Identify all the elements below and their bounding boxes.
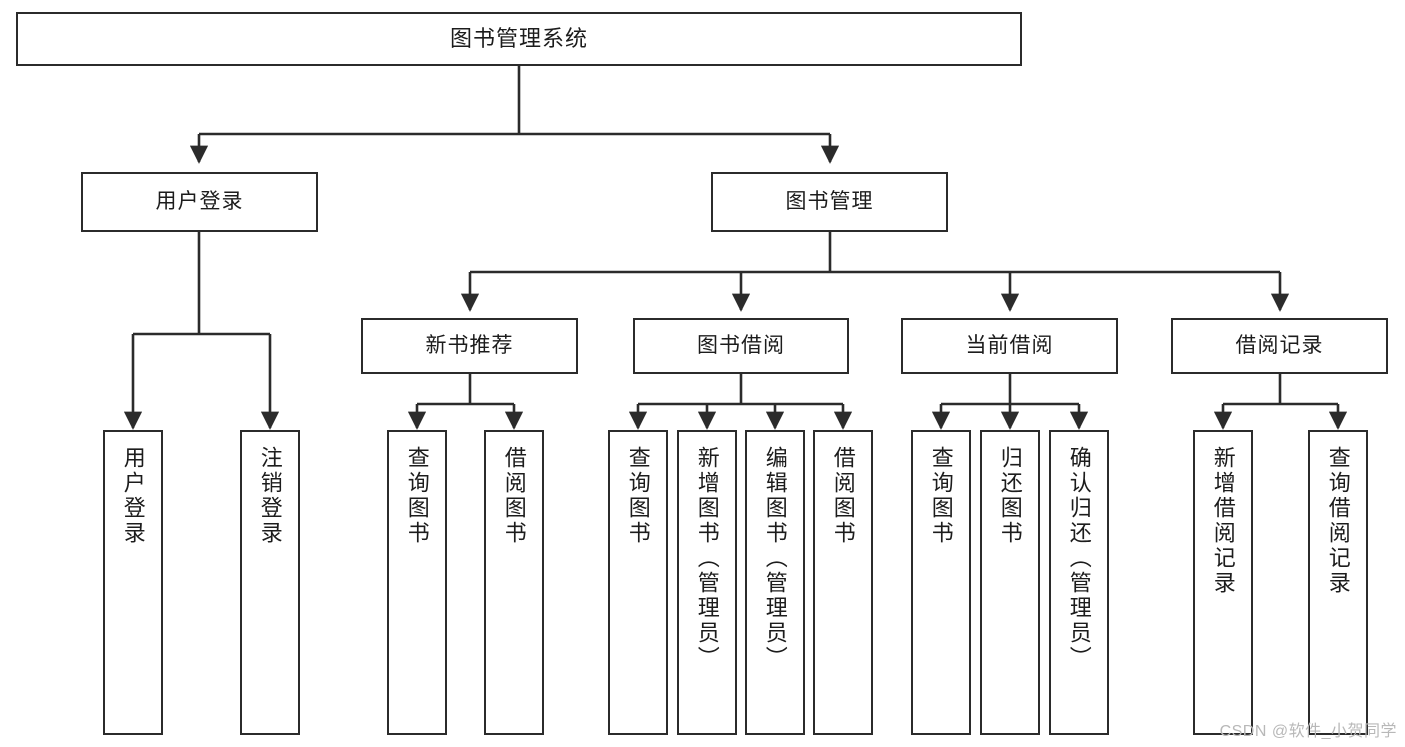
leaf-borrow-add-book-admin[interactable]: 新增图书（管理员） xyxy=(677,430,737,735)
node-label: 借阅图书 xyxy=(501,446,527,546)
node-label: 借阅记录 xyxy=(1235,334,1324,358)
node-label: 归还图书 xyxy=(997,446,1023,546)
node-label: 新书推荐 xyxy=(425,334,514,358)
node-user-login[interactable]: 用户登录 xyxy=(81,172,318,232)
node-label: 图书借阅 xyxy=(697,334,785,358)
leaf-user-login-logout[interactable]: 注销登录 xyxy=(240,430,300,735)
leaf-record-query-borrow-record[interactable]: 查询借阅记录 xyxy=(1308,430,1368,735)
node-borrow-record[interactable]: 借阅记录 xyxy=(1171,318,1388,374)
node-label: 新增图书（管理员） xyxy=(694,446,720,671)
leaf-current-confirm-return-admin[interactable]: 确认归还（管理员） xyxy=(1049,430,1109,735)
node-label: 编辑图书（管理员） xyxy=(762,446,788,671)
node-book-management[interactable]: 图书管理 xyxy=(711,172,948,232)
leaf-new-book-borrow-book[interactable]: 借阅图书 xyxy=(484,430,544,735)
node-current-borrow[interactable]: 当前借阅 xyxy=(901,318,1118,374)
node-root-book-management-system[interactable]: 图书管理系统 xyxy=(16,12,1022,66)
node-label: 查询借阅记录 xyxy=(1325,446,1351,596)
leaf-borrow-borrow-book[interactable]: 借阅图书 xyxy=(813,430,873,735)
leaf-user-login-login[interactable]: 用户登录 xyxy=(103,430,163,735)
node-label: 当前借阅 xyxy=(965,334,1054,358)
node-label: 确认归还（管理员） xyxy=(1066,446,1092,671)
leaf-current-return-book[interactable]: 归还图书 xyxy=(980,430,1040,735)
node-book-borrow[interactable]: 图书借阅 xyxy=(633,318,849,374)
node-label: 新增借阅记录 xyxy=(1210,446,1236,596)
node-label: 借阅图书 xyxy=(830,446,856,546)
node-label: 用户登录 xyxy=(155,190,244,214)
leaf-new-book-query-book[interactable]: 查询图书 xyxy=(387,430,447,735)
node-label: 查询图书 xyxy=(625,446,651,546)
node-label: 查询图书 xyxy=(404,446,430,546)
node-label: 图书管理 xyxy=(785,190,874,214)
leaf-borrow-edit-book-admin[interactable]: 编辑图书（管理员） xyxy=(745,430,805,735)
leaf-current-query-book[interactable]: 查询图书 xyxy=(911,430,971,735)
node-label: 图书管理系统 xyxy=(449,25,588,51)
leaf-borrow-query-book[interactable]: 查询图书 xyxy=(608,430,668,735)
node-label: 用户登录 xyxy=(120,446,146,546)
watermark-text: CSDN @软件_小贺同学 xyxy=(1219,723,1397,740)
node-new-book-recommend[interactable]: 新书推荐 xyxy=(361,318,578,374)
leaf-record-add-borrow-record[interactable]: 新增借阅记录 xyxy=(1193,430,1253,735)
node-label: 注销登录 xyxy=(257,446,283,546)
node-label: 查询图书 xyxy=(928,446,954,546)
